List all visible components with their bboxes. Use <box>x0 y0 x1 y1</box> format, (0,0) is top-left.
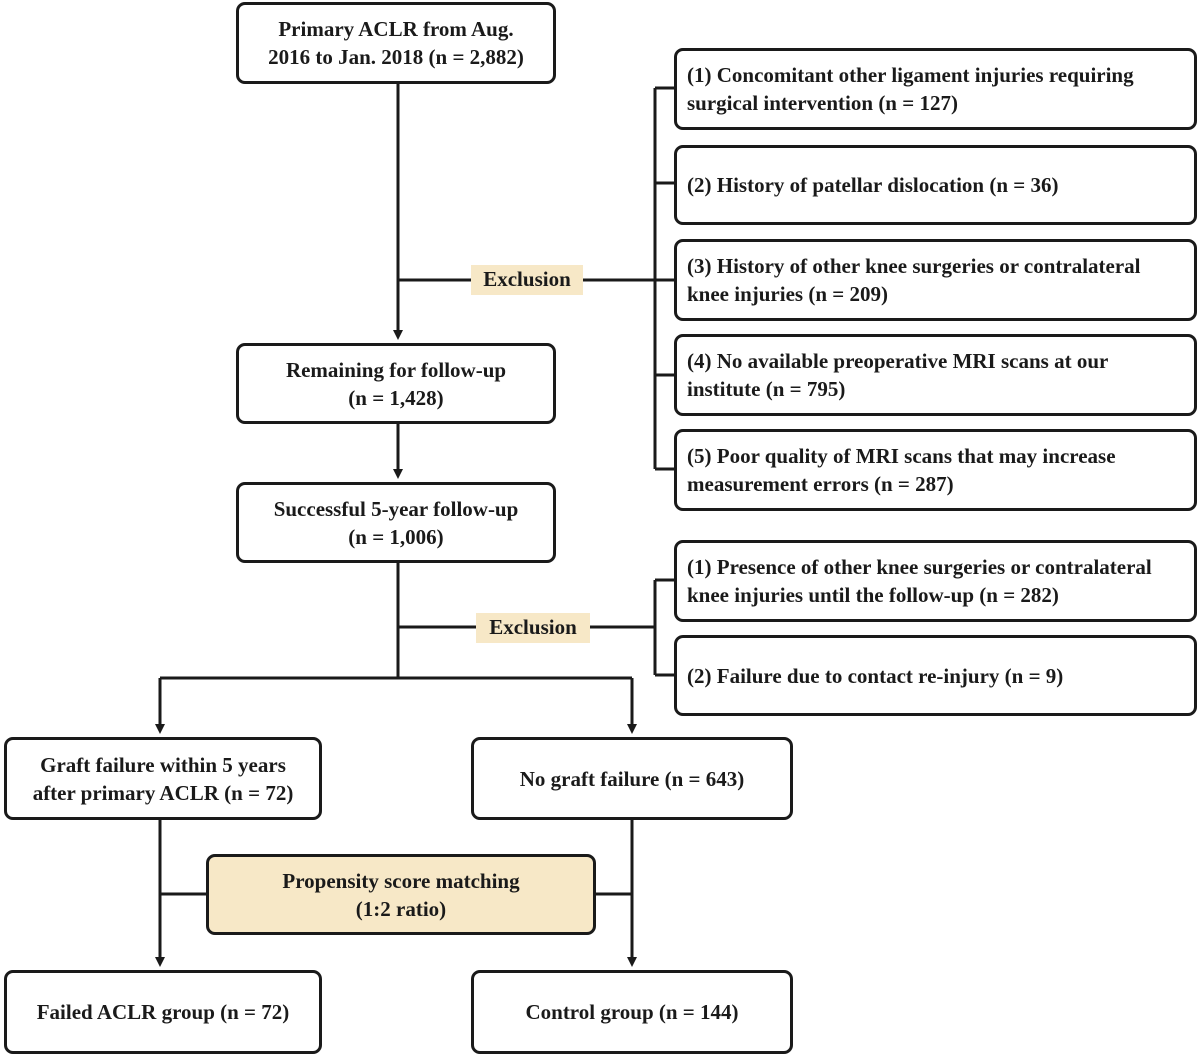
successful-box: Successful 5-year follow-up (n = 1,006) <box>236 482 556 563</box>
exclusion-label-2: Exclusion <box>476 613 590 643</box>
failed-aclr-group-box: Failed ACLR group (n = 72) <box>4 970 322 1054</box>
exclusion-2-item-2: (2) Failure due to contact re-injury (n … <box>674 635 1197 716</box>
exclusion-1-item-2: (2) History of patellar dislocation (n =… <box>674 145 1197 225</box>
exclusion-2-item-1: (1) Presence of other knee surgeries or … <box>674 540 1197 622</box>
graft-failure-box: Graft failure within 5 years after prima… <box>4 737 322 820</box>
exclusion-1-item-3: (3) History of other knee surgeries or c… <box>674 239 1197 321</box>
control-group-box: Control group (n = 144) <box>471 970 793 1054</box>
no-graft-failure-box: No graft failure (n = 643) <box>471 737 793 820</box>
remaining-box: Remaining for follow-up (n = 1,428) <box>236 343 556 424</box>
exclusion-1-item-4: (4) No available preoperative MRI scans … <box>674 334 1197 416</box>
primary-aclr-box: Primary ACLR from Aug. 2016 to Jan. 2018… <box>236 2 556 84</box>
exclusion-1-item-1: (1) Concomitant other ligament injuries … <box>674 48 1197 130</box>
propensity-matching-box: Propensity score matching (1:2 ratio) <box>206 854 596 935</box>
exclusion-1-item-5: (5) Poor quality of MRI scans that may i… <box>674 429 1197 511</box>
exclusion-label-1: Exclusion <box>471 265 583 295</box>
